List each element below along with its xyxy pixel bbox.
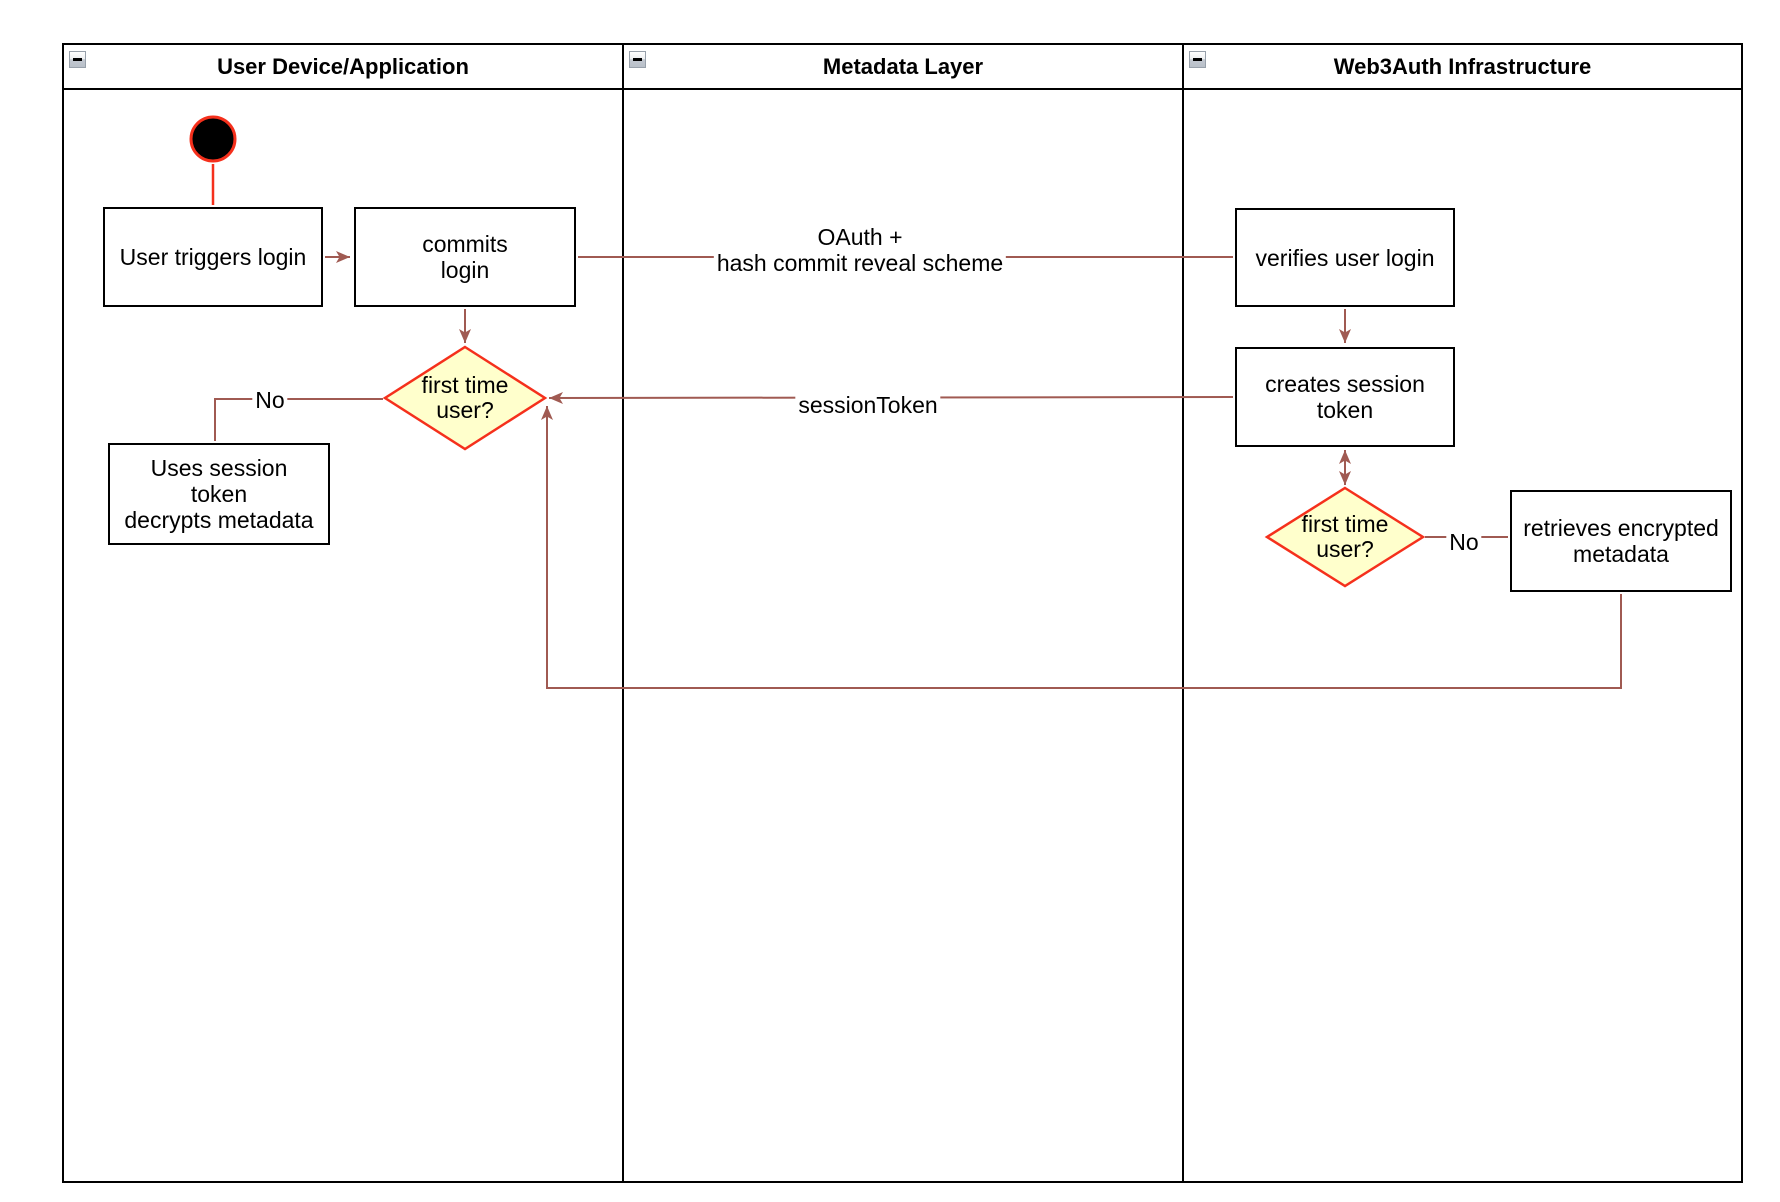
lane-header-metadata-layer: Metadata Layer (624, 45, 1182, 88)
edge-retrieves-feedback-to-decision (541, 406, 1622, 689)
lane-title: Metadata Layer (822, 53, 984, 79)
edge-label-oauth: OAuth + hash commit reveal scheme (713, 224, 1007, 276)
decision-first-time-user-right[interactable] (1264, 486, 1426, 588)
lane-title: Web3Auth Infrastructure (1333, 53, 1592, 79)
minus-icon (73, 58, 82, 61)
decision-label-right: first time user? (1301, 511, 1389, 562)
lane-divider-2 (1182, 45, 1184, 1181)
collapse-icon[interactable] (629, 51, 646, 68)
edge-no-to-uses-session (214, 398, 383, 441)
collapse-icon[interactable] (69, 51, 86, 68)
start-node[interactable] (189, 115, 237, 163)
lane-header-user-device: User Device/Application (64, 45, 622, 88)
edge-label-sessiontoken: sessionToken (795, 392, 941, 418)
node-creates-session-token[interactable]: creates session token (1235, 347, 1455, 447)
node-user-triggers-login[interactable]: User triggers login (103, 207, 323, 307)
minus-icon (633, 58, 642, 61)
node-uses-session-token[interactable]: Uses session token decrypts metadata (108, 443, 330, 545)
node-retrieves-encrypted-metadata[interactable]: retrieves encrypted metadata (1510, 490, 1732, 592)
decision-first-time-user-left[interactable] (382, 345, 548, 451)
node-verifies-user-login[interactable]: verifies user login (1235, 208, 1455, 307)
collapse-icon[interactable] (1189, 51, 1206, 68)
swimlane-header-row (62, 43, 1743, 90)
decision-label-left: first time user? (421, 372, 509, 423)
lane-title: User Device/Application (217, 53, 469, 79)
edge-label-no-right: No (1446, 529, 1482, 555)
lane-divider-1 (622, 45, 624, 1181)
minus-icon (1193, 58, 1202, 61)
lane-header-web3auth: Web3Auth Infrastructure (1184, 45, 1741, 88)
node-commits-login[interactable]: commits login (354, 207, 576, 307)
edge-label-no-left: No (252, 387, 288, 413)
swimlane-frame (62, 43, 1743, 1183)
